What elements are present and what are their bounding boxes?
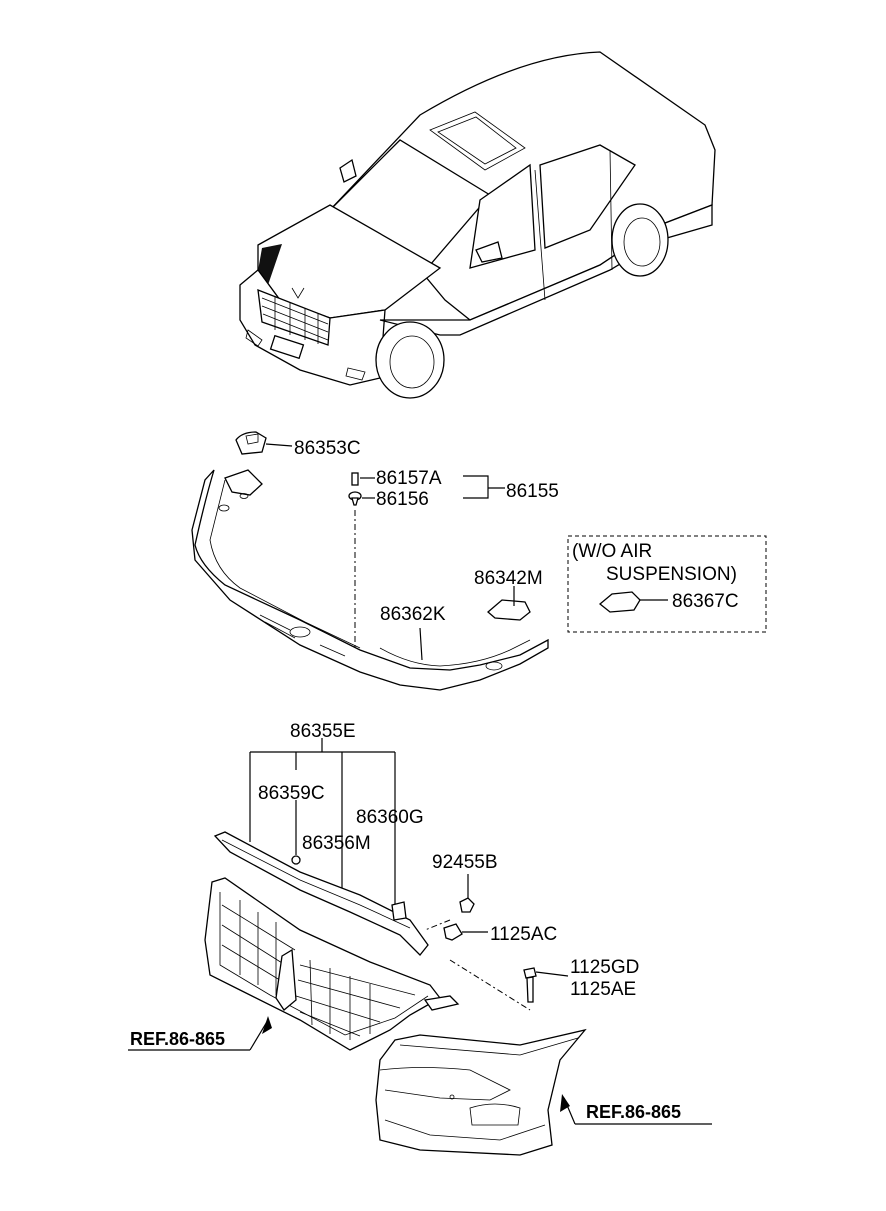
note-wo-air-line1: (W/O AIR xyxy=(572,541,652,562)
part-86362K-shape xyxy=(191,469,549,691)
label-86342M: 86342M xyxy=(474,568,543,589)
part-86342M-shape xyxy=(487,599,531,621)
radiator-grille-shape xyxy=(204,877,441,1051)
label-86359C: 86359C xyxy=(258,783,325,804)
label-1125AC: 1125AC xyxy=(490,924,557,945)
label-86156: 86156 xyxy=(376,489,429,510)
label-86362K: 86362K xyxy=(380,604,446,625)
label-86356M: 86356M xyxy=(302,833,371,854)
grille-assembly xyxy=(128,738,712,1156)
label-86355E: 86355E xyxy=(290,721,356,742)
ref-left: REF.86-865 xyxy=(130,1029,225,1049)
label-86157A: 86157A xyxy=(376,468,442,489)
front-bumper-shape xyxy=(375,1028,587,1156)
upper-cover-assembly xyxy=(191,431,549,691)
label-86155: 86155 xyxy=(506,481,559,502)
car-illustration xyxy=(239,51,716,399)
note-wo-air-line2: SUSPENSION) xyxy=(606,564,737,585)
label-86353C: 86353C xyxy=(294,438,361,459)
label-86367C: 86367C xyxy=(672,591,739,612)
label-1125AE: 1125AE xyxy=(570,979,636,1000)
ref-right: REF.86-865 xyxy=(586,1102,681,1122)
wo-air-suspension-box xyxy=(567,535,767,633)
part-86367C-shape xyxy=(598,591,641,613)
label-1125GD: 1125GD xyxy=(570,957,639,978)
label-92455B: 92455B xyxy=(432,852,498,873)
label-86360G: 86360G xyxy=(356,807,424,828)
